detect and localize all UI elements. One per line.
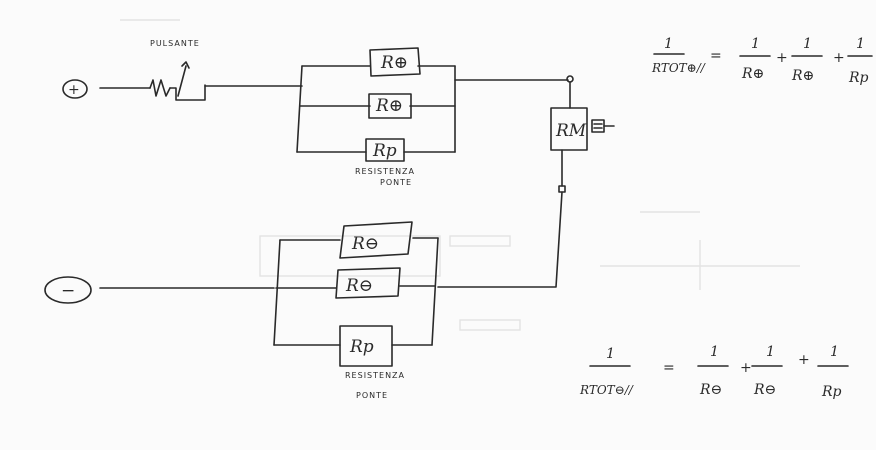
formula-bottom-lhs-num: 1 xyxy=(606,346,615,362)
formula-bottom-t3-den: Rp xyxy=(821,384,842,400)
negative-terminal: − xyxy=(44,276,92,304)
formula-top-t3-num: 1 xyxy=(856,36,865,52)
resistor-r-minus-1-label: R⊖ xyxy=(351,234,379,254)
resistor-rp-bottom-label: Rp xyxy=(349,337,374,357)
formula-top-equals: = xyxy=(710,48,722,64)
formula-bottom-equals: = xyxy=(663,360,675,376)
formula-top-t1-num: 1 xyxy=(751,36,760,52)
top-caption-resistenza: RESISTENZA xyxy=(355,167,415,176)
pushbutton: PULSANTE xyxy=(149,39,206,101)
formula-top-lhs-num: 1 xyxy=(664,36,673,52)
top-caption-ponte: PONTE xyxy=(380,178,412,187)
formula-bottom: 1 RTOT⊖// = 1 R⊖ + 1 R⊖ + 1 Rp xyxy=(579,344,849,400)
resistor-r-plus-1: R⊕ xyxy=(369,47,421,77)
resistor-r-minus-1: R⊖ xyxy=(339,221,413,259)
formula-top-t2-num: 1 xyxy=(803,36,812,52)
formula-bottom-t2-num: 1 xyxy=(766,344,775,360)
resistor-r-plus-1-label: R⊕ xyxy=(380,53,408,73)
formula-top-plus-2: + xyxy=(833,50,845,66)
resistor-r-plus-2: R⊕ xyxy=(368,93,412,119)
resistor-rp-bottom: Rp RESISTENZA PONTE xyxy=(339,325,405,400)
formula-bottom-t1-den: R⊖ xyxy=(699,382,722,398)
meter-rm: RM xyxy=(550,81,615,193)
formula-top-t3-den: Rp xyxy=(848,70,869,86)
resistor-rp-top-label: Rp xyxy=(372,141,397,161)
ghost-marks xyxy=(120,19,800,331)
resistor-r-plus-2-label: R⊕ xyxy=(375,96,403,116)
terminal-negative-label: − xyxy=(61,281,75,301)
formula-top-t1-den: R⊕ xyxy=(741,66,764,82)
formula-bottom-t1-num: 1 xyxy=(710,344,719,360)
formula-bottom-plus-1: + xyxy=(740,360,752,376)
formula-bottom-plus-2: + xyxy=(798,352,810,368)
formula-top: 1 RTOT⊕// = 1 R⊕ + 1 R⊕ + 1 Rp xyxy=(651,36,873,86)
wire-meter-to-bottom-bank xyxy=(437,191,563,288)
resistor-r-minus-2: R⊖ xyxy=(335,267,401,299)
formula-top-plus-1: + xyxy=(776,50,788,66)
formula-bottom-lhs-den: RTOT⊖// xyxy=(579,383,635,397)
positive-terminal: + xyxy=(62,79,88,99)
meter-display-icon xyxy=(591,119,605,133)
resistor-r-minus-2-label: R⊖ xyxy=(345,276,373,296)
terminal-positive-label: + xyxy=(68,82,80,98)
formula-bottom-t2-den: R⊖ xyxy=(753,382,776,398)
resistor-rp-top: Rp RESISTENZA PONTE xyxy=(355,138,415,187)
bottom-caption-ponte: PONTE xyxy=(356,391,388,400)
formula-top-t2-den: R⊕ xyxy=(791,68,814,84)
node-top xyxy=(566,75,574,83)
bottom-parallel-bank xyxy=(273,237,439,346)
bottom-caption-resistenza: RESISTENZA xyxy=(345,371,405,380)
formula-top-lhs-den: RTOT⊕// xyxy=(651,61,707,75)
formula-bottom-t3-num: 1 xyxy=(830,344,839,360)
meter-label: RM xyxy=(555,121,587,141)
pushbutton-label: PULSANTE xyxy=(150,39,200,48)
